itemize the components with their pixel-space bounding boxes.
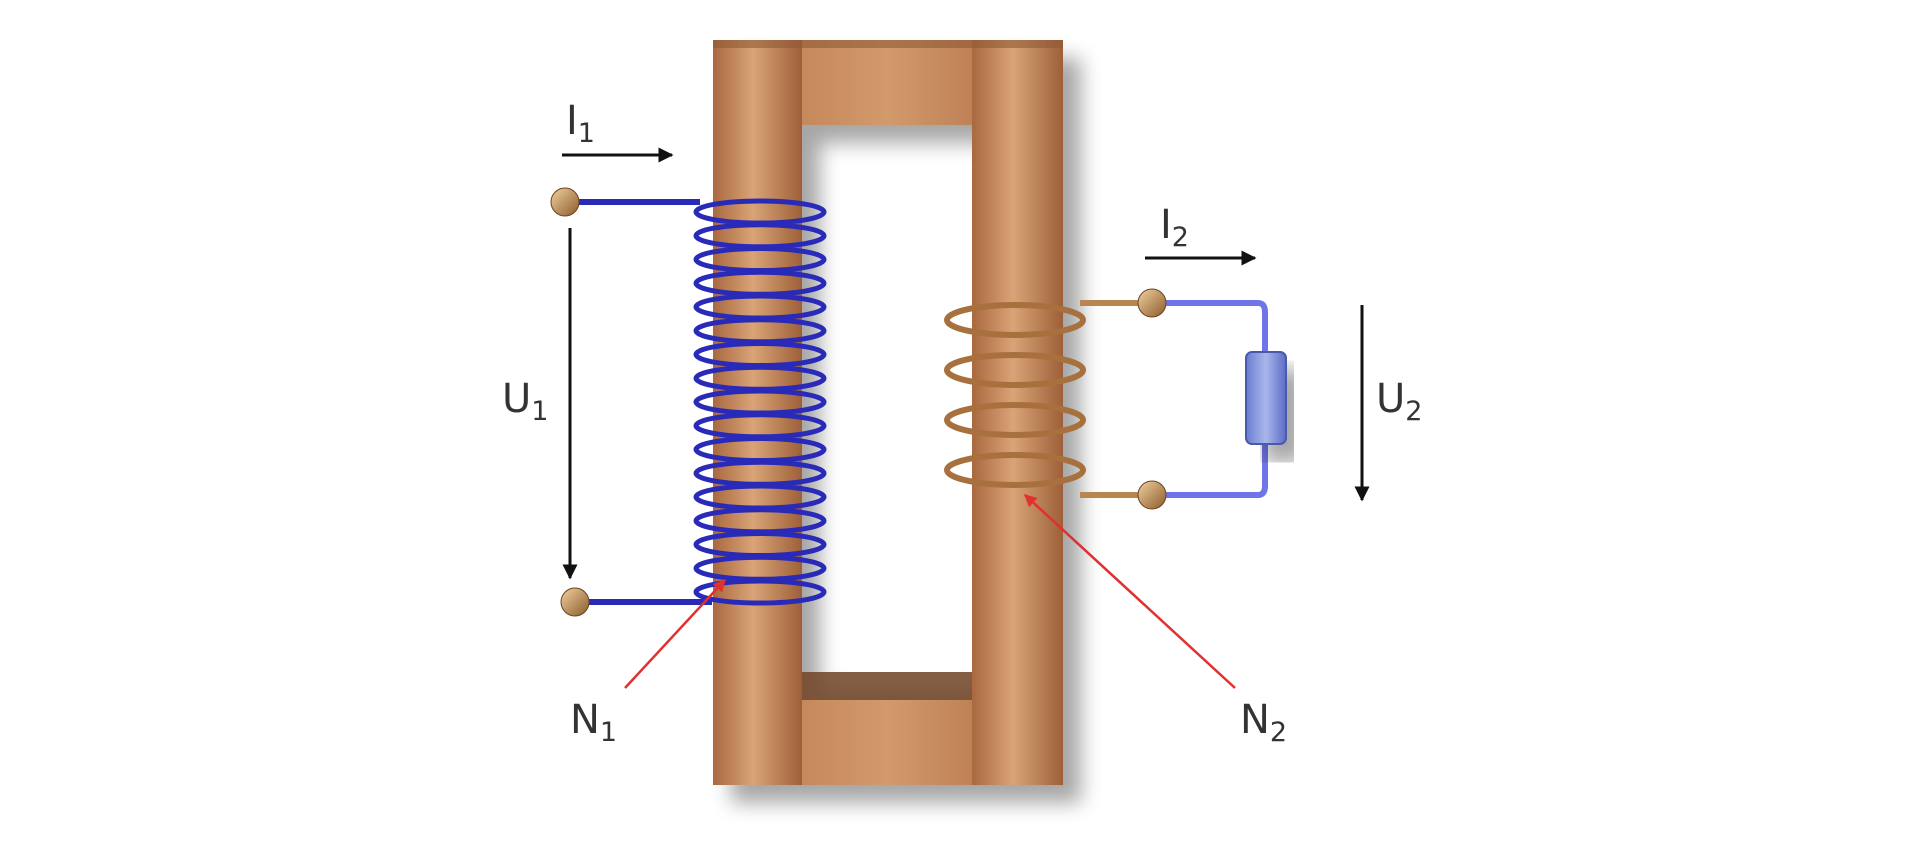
n2-pointer [1024,494,1236,689]
primary-winding [693,198,827,606]
winding-turn [944,352,1086,388]
n1-pointer [624,579,726,689]
label-u2: U2 [1376,376,1422,427]
secondary-wires [1080,300,1268,498]
winding-turn [944,452,1086,488]
winding-turn [944,402,1086,438]
label-n2: N2 [1240,697,1287,748]
terminal-secondary-top [1137,288,1167,318]
winding-turn [944,302,1086,338]
winding-turn [693,578,827,606]
terminals [550,187,1167,617]
label-u1: U1 [502,376,548,427]
label-i1: I1 [566,98,595,149]
pointer-arrows [624,494,1236,689]
label-n1: N1 [570,697,617,748]
label-i2: I2 [1160,202,1189,253]
terminal-primary-bottom [560,587,590,617]
terminal-primary-top [550,187,580,217]
terminal-secondary-bottom [1137,480,1167,510]
primary-wires [568,199,712,605]
secondary-winding [944,302,1086,488]
load-resistor [1245,351,1287,445]
measurement-arrows [562,147,1370,580]
